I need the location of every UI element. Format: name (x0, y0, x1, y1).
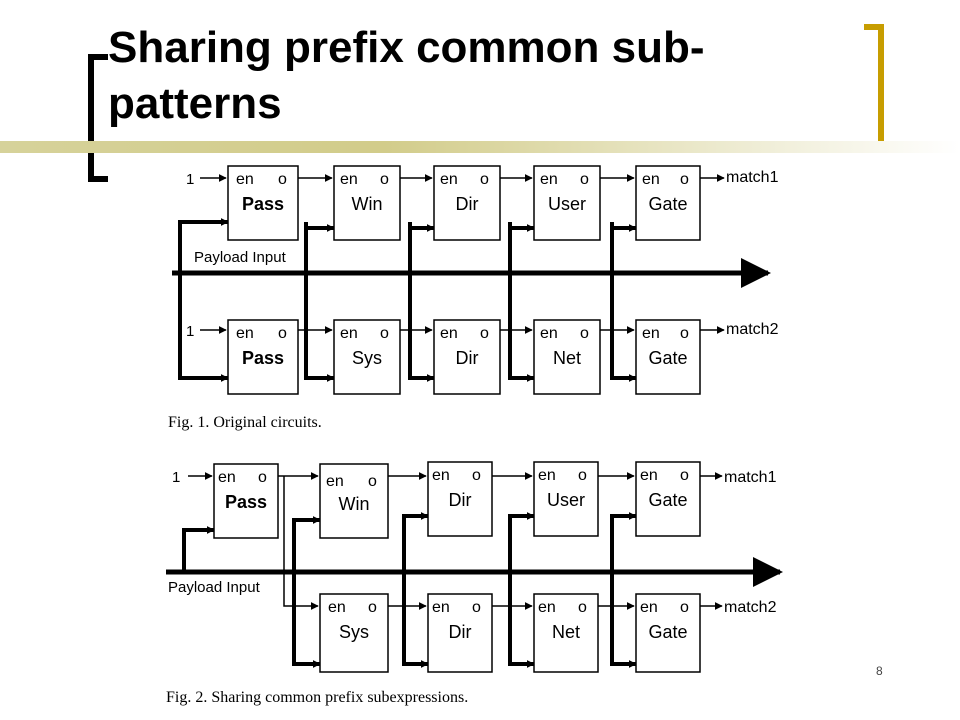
pin-en-label: en (540, 171, 558, 188)
payload-input-label: Payload Input (194, 249, 287, 266)
pin-o-label: o (472, 599, 481, 616)
figure-2: Payload Input 1 mat (166, 461, 783, 706)
pin-o-label: o (578, 467, 587, 484)
match1-output-label: match1 (726, 169, 779, 186)
figure-2-caption: Fig. 2. Sharing common prefix subexpress… (166, 689, 468, 706)
block-label: Pass (242, 348, 284, 368)
pin-o-label: o (380, 325, 389, 342)
pin-en-label: en (642, 171, 660, 188)
pin-en-label: en (640, 467, 658, 484)
block-label: Sys (339, 622, 369, 642)
block-label: Gate (648, 194, 687, 214)
block-label: Gate (648, 490, 687, 510)
fig1-block-dir-2: en o Dir (433, 319, 501, 395)
page-number: 8 (876, 664, 883, 678)
fig1-block-gate-2: en o Gate (635, 319, 701, 395)
pin-en-label: en (432, 599, 450, 616)
title-underline-bar (0, 141, 960, 153)
pin-o-label: o (278, 171, 287, 188)
fig2-block-user: en o User (533, 461, 599, 537)
payload-drop-lines (182, 512, 637, 668)
pin-en-label: en (432, 467, 450, 484)
fig2-block-gate: en o Gate (635, 461, 701, 537)
left-bracket-decoration (88, 54, 108, 182)
figure-1: Payload Input (168, 165, 779, 431)
pin-o-label: o (680, 467, 689, 484)
match1-output-label: match1 (724, 469, 777, 486)
block-label: Gate (648, 622, 687, 642)
pin-o-label: o (278, 325, 287, 342)
pin-o-label: o (368, 473, 377, 490)
fig1-block-dir: en o Dir (433, 165, 501, 241)
fig2-block-sys: en o Sys (319, 593, 389, 673)
pin-en-label: en (340, 171, 358, 188)
enable-chain-row2 (283, 476, 723, 610)
fig1-block-net: en o Net (533, 319, 601, 395)
fig1-block-user: en o User (533, 165, 601, 241)
match2-output-label: match2 (726, 321, 779, 338)
enable-constant-row1: 1 (172, 469, 180, 486)
block-label: User (547, 490, 585, 510)
payload-input-label: Payload Input (168, 579, 261, 596)
enable-constant-row2: 1 (186, 323, 194, 340)
pin-o-label: o (580, 171, 589, 188)
payload-drop-lines (178, 218, 637, 382)
pin-o-label: o (472, 467, 481, 484)
pin-en-label: en (540, 325, 558, 342)
fig2-block-dir-2: en o Dir (427, 593, 493, 673)
block-label: Dir (456, 348, 479, 368)
pin-en-label: en (236, 171, 254, 188)
pin-o-label: o (480, 325, 489, 342)
enable-constant-row1: 1 (186, 171, 194, 188)
fig1-block-sys: en o Sys (333, 319, 401, 395)
block-label: Pass (242, 194, 284, 214)
pin-o-label: o (578, 599, 587, 616)
pin-o-label: o (258, 469, 267, 486)
fig2-block-net: en o Net (533, 593, 599, 673)
pin-en-label: en (218, 469, 236, 486)
fig2-block-win: en o Win (319, 463, 389, 539)
fig1-block-gate: en o Gate (635, 165, 701, 241)
slide-title: Sharing prefix common sub-patterns (108, 23, 705, 128)
pin-en-label: en (326, 473, 344, 490)
block-label: Gate (648, 348, 687, 368)
block-label: Win (352, 194, 383, 214)
block-label: Dir (449, 490, 472, 510)
fig1-block-pass-2: en o Pass (227, 319, 299, 395)
block-label: Net (553, 348, 581, 368)
block-label: Win (339, 494, 370, 514)
pin-en-label: en (642, 325, 660, 342)
block-label: User (548, 194, 586, 214)
block-label: Dir (449, 622, 472, 642)
fig1-block-pass: en o Pass (227, 165, 299, 241)
pin-o-label: o (680, 599, 689, 616)
block-label: Dir (456, 194, 479, 214)
fig2-block-dir: en o Dir (427, 461, 493, 537)
pin-o-label: o (680, 325, 689, 342)
pin-en-label: en (538, 467, 556, 484)
pin-o-label: o (480, 171, 489, 188)
pin-o-label: o (580, 325, 589, 342)
fig2-block-gate-2: en o Gate (635, 593, 701, 673)
pin-en-label: en (440, 171, 458, 188)
pin-en-label: en (236, 325, 254, 342)
fig2-block-pass: en o Pass (213, 463, 279, 539)
pin-en-label: en (328, 599, 346, 616)
match2-output-label: match2 (724, 599, 777, 616)
fig1-block-win: en o Win (333, 165, 401, 241)
pin-en-label: en (340, 325, 358, 342)
figure-1-caption: Fig. 1. Original circuits. (168, 414, 322, 431)
pin-en-label: en (440, 325, 458, 342)
pin-o-label: o (368, 599, 377, 616)
block-label: Pass (225, 492, 267, 512)
pin-en-label: en (640, 599, 658, 616)
block-label: Sys (352, 348, 382, 368)
pin-o-label: o (380, 171, 389, 188)
block-label: Net (552, 622, 580, 642)
pin-o-label: o (680, 171, 689, 188)
pin-en-label: en (538, 599, 556, 616)
